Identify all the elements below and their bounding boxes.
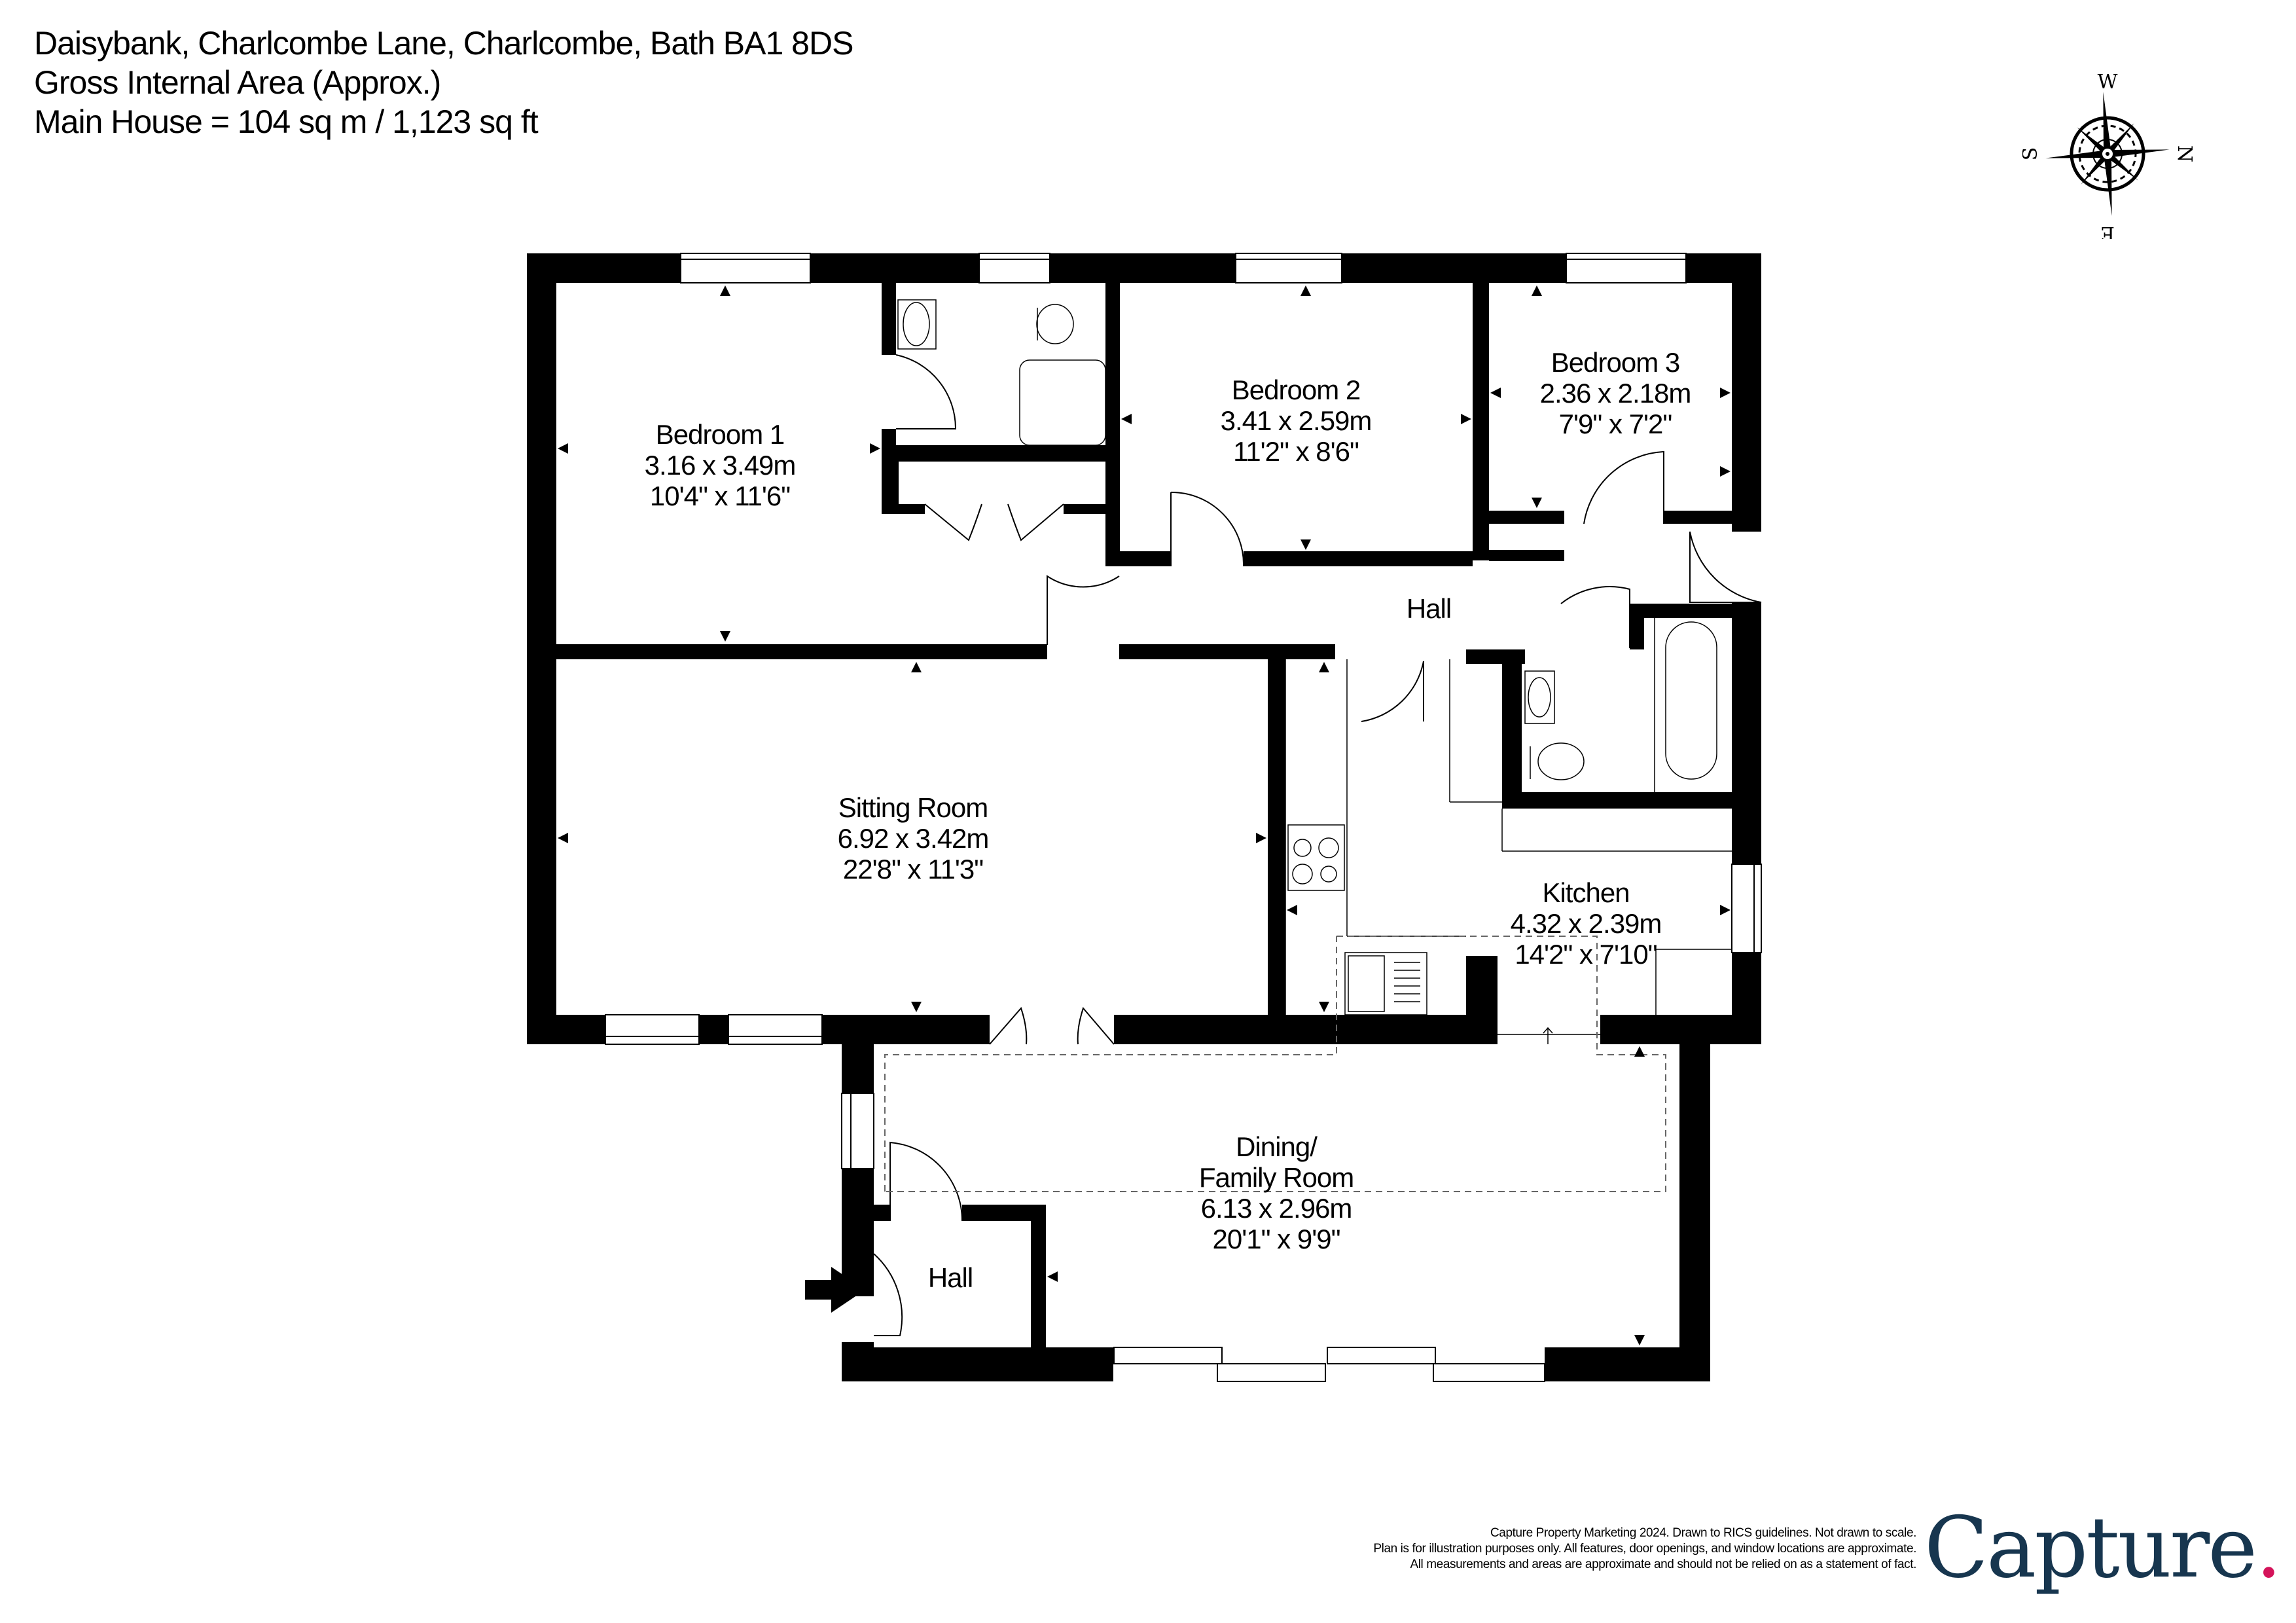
hob-icon (1287, 824, 1345, 891)
shower-tray-icon (1019, 359, 1106, 446)
walls (527, 253, 1761, 1381)
room-name: Family Room (1198, 1162, 1354, 1193)
room-hall-upper: Hall (1406, 593, 1452, 624)
bathroom-basin-icon (1524, 670, 1555, 724)
logo-text: Capture (1924, 1499, 2257, 1597)
room-name: Bedroom 2 (1231, 374, 1361, 405)
room-metric: 6.13 x 2.96m (1200, 1193, 1353, 1224)
compass-west-label: W (2098, 71, 2118, 94)
room-imperial: 14'2" x 7'10" (1515, 939, 1657, 970)
disclaimer-line: Plan is for illustration purposes only. … (1373, 1542, 1916, 1556)
compass-east-label: E (2100, 222, 2115, 239)
fixtures (897, 299, 1732, 1044)
room-name: Bedroom 3 (1551, 347, 1680, 378)
room-hall-entrance: Hall (928, 1262, 973, 1293)
room-name: Kitchen (1542, 877, 1630, 908)
room-sitting-room: Sitting Room 6.92 x 3.42m 22'8" x 11'3" (837, 792, 990, 884)
area-title: Gross Internal Area (Approx.) (34, 64, 441, 101)
area-value: Main House = 104 sq m / 1,123 sq ft (34, 103, 539, 140)
room-metric: 3.16 x 3.49m (644, 450, 797, 481)
room-imperial: 20'1" x 9'9" (1212, 1224, 1341, 1254)
disclaimer: Capture Property Marketing 2024. Drawn t… (1373, 1525, 1916, 1573)
room-metric: 3.41 x 2.59m (1220, 405, 1372, 436)
room-kitchen: Kitchen 4.32 x 2.39m 14'2" x 7'10" (1511, 877, 1662, 970)
ensuite-basin-icon (897, 299, 937, 350)
room-name: Sitting Room (838, 792, 988, 823)
sink-icon (1344, 952, 1427, 1015)
bath-icon (1665, 621, 1717, 780)
compass-south-label: S (2022, 147, 2042, 161)
room-imperial: 22'8" x 11'3" (842, 854, 984, 884)
room-metric: 4.32 x 2.39m (1510, 908, 1662, 939)
room-bedroom-3: Bedroom 3 2.36 x 2.18m 7'9" x 7'2" (1539, 347, 1692, 439)
disclaimer-line: Capture Property Marketing 2024. Drawn t… (1490, 1526, 1916, 1540)
room-imperial: 10'4" x 11'6" (649, 481, 791, 511)
doors (873, 354, 1762, 1336)
room-dining-family: Dining/ Family Room 6.13 x 2.96m 20'1" x… (1199, 1131, 1354, 1254)
room-name: Bedroom 1 (655, 419, 785, 450)
plan-header: Daisybank, Charlcombe Lane, Charlcombe, … (34, 24, 853, 141)
room-metric: 6.92 x 3.42m (837, 823, 990, 854)
disclaimer-line: All measurements and areas are approxima… (1410, 1558, 1916, 1571)
capture-logo: Capture. (1924, 1499, 2282, 1597)
window-sills (605, 259, 1755, 1169)
room-name: Hall (927, 1262, 973, 1293)
room-name: Hall (1406, 593, 1452, 624)
windows (605, 253, 1762, 1382)
room-imperial: 7'9" x 7'2" (1558, 409, 1673, 439)
property-address: Daisybank, Charlcombe Lane, Charlcombe, … (34, 25, 853, 62)
room-bedroom-1: Bedroom 1 3.16 x 3.49m 10'4" x 11'6" (644, 419, 797, 511)
ensuite-toilet-icon (1036, 304, 1074, 344)
entrance-arrow-icon (805, 1267, 865, 1313)
bathroom-toilet-icon (1537, 742, 1585, 780)
logo-dot: . (2255, 1499, 2282, 1597)
dimension-arrows (558, 285, 1731, 1345)
compass-rose-icon: W N E S (2022, 71, 2193, 239)
room-bedroom-2: Bedroom 2 3.41 x 2.59m 11'2" x 8'6" (1221, 374, 1372, 467)
room-name: Dining/ (1236, 1131, 1318, 1162)
room-imperial: 11'2" x 8'6" (1233, 436, 1359, 467)
room-metric: 2.36 x 2.18m (1539, 378, 1692, 409)
compass-north-label: N (2173, 145, 2193, 162)
dashed-outline (884, 936, 1666, 1192)
